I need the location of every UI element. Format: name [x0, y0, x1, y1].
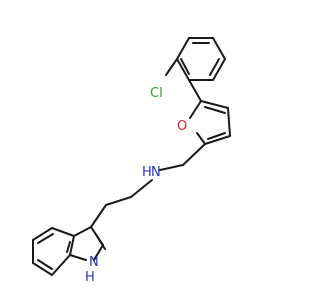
c-cl-bond [165, 58, 178, 76]
amine-n-label: N [151, 165, 161, 180]
ch2-bond [182, 143, 206, 166]
furan-ring [189, 100, 231, 145]
amine-h-label: H [142, 165, 152, 180]
indole-h-label: H [85, 270, 95, 285]
chlorophenyl-ring [176, 37, 226, 81]
biaryl-bond [188, 79, 202, 102]
oxygen-label: O [177, 119, 187, 134]
molecule-structure: Cl O H N [32, 37, 231, 285]
chlorine-label: Cl [150, 86, 163, 101]
indole-benzene-ring [32, 227, 75, 276]
pyrrole-ring [69, 226, 106, 261]
chain-indole-bond [90, 204, 107, 228]
ch2-n-bond [159, 164, 184, 171]
ch2-ch2-bond [105, 196, 132, 206]
indole-n-label: N [89, 255, 99, 270]
molecule-canvas: Cl O H N [32, 37, 231, 285]
n-ch2-bond [130, 179, 153, 198]
